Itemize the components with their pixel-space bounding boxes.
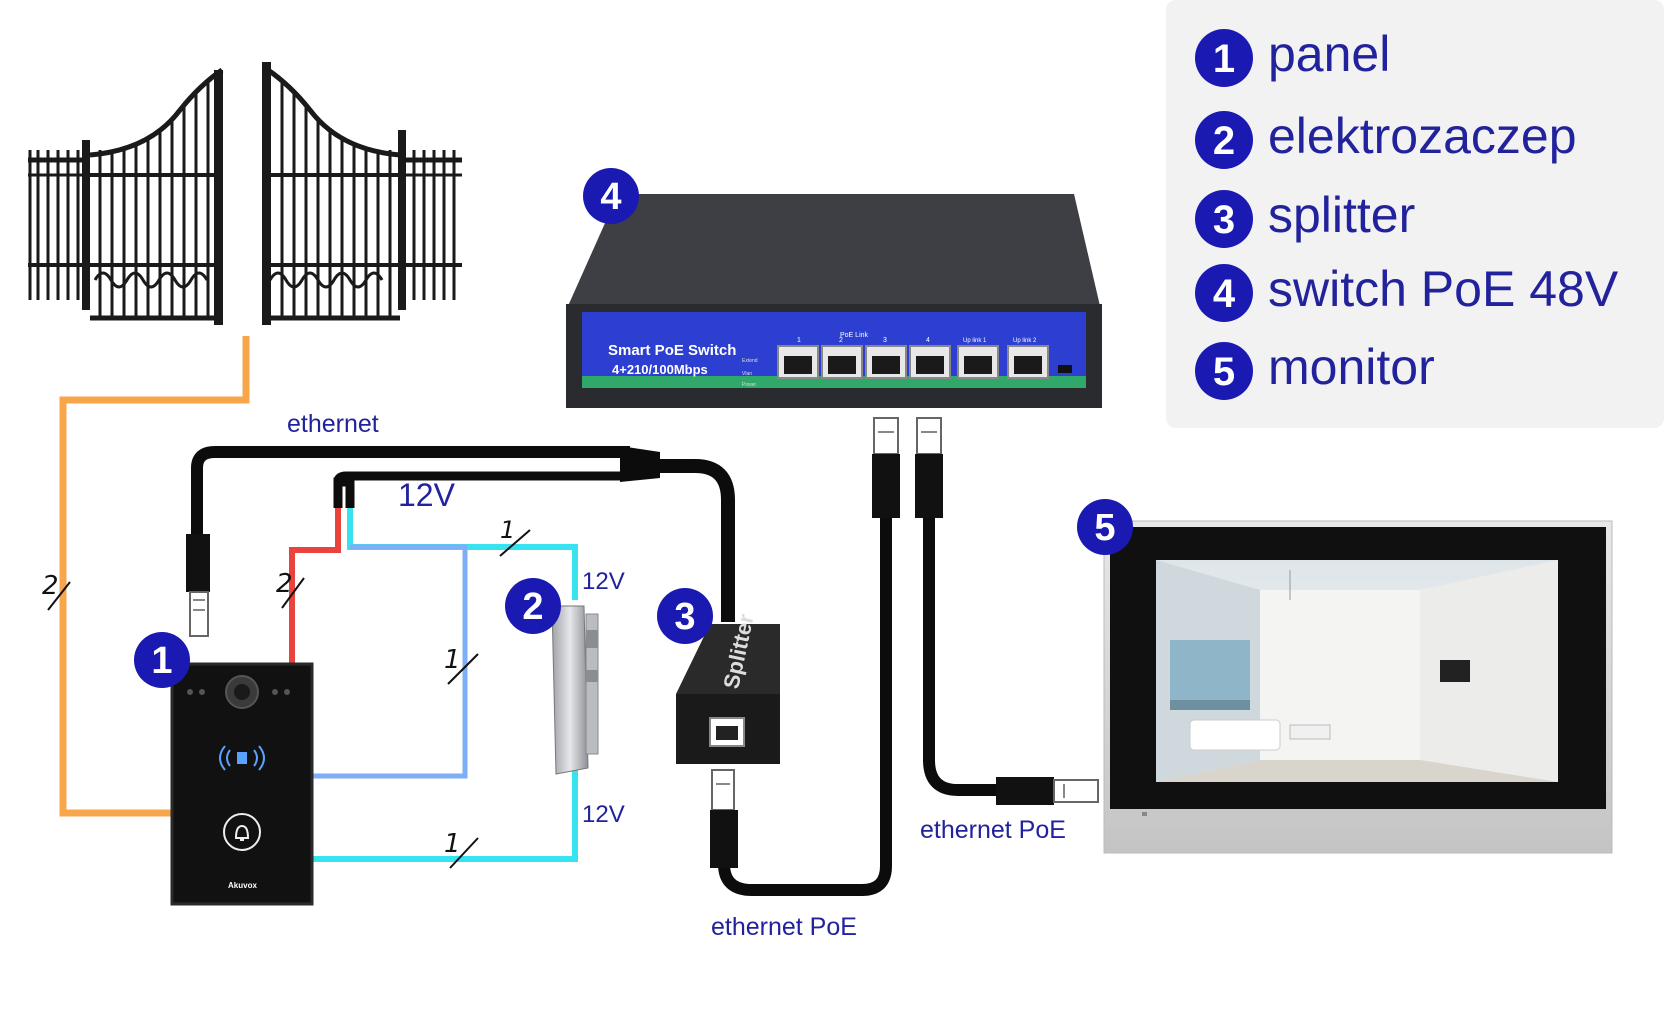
rj45-plug-switch-1 [872,417,900,518]
switch-port-number: 4 [926,337,930,344]
gate-image [28,62,462,325]
badge-switch: 4 [583,168,639,224]
wire-count-text: 2 [276,569,293,599]
badge-splitter: 3 [657,588,713,644]
electric-lock [551,605,599,775]
legend-number: 3 [1213,198,1235,242]
legend-item-monitor: 5 monitor [1195,339,1435,400]
badge-panel: 1 [134,632,190,688]
legend-number: 5 [1213,350,1235,394]
wire-count-red: 2 [276,569,305,609]
splitter-input-cable [660,459,735,622]
red-wire [289,508,341,664]
switch-vlan-label: Vlan [742,371,752,377]
ethernet-poe-cable-splitter [718,506,892,896]
monitor-speaker [1142,812,1147,816]
legend-label: splitter [1268,187,1415,243]
gate-right-fence [404,150,462,300]
ethernet-poe-label-monitor: ethernet PoE [920,816,1066,844]
power-cable [333,471,630,508]
lock-body [551,605,589,775]
splitter-top [676,624,780,694]
wire-count-gate: 2 [42,571,71,611]
ethernet-poe-label-splitter: ethernet PoE [711,913,857,941]
voltage-label-lock-top: 12V [582,568,625,595]
panel-rfid-icon [219,745,265,771]
switch-poe-link-label: PoE Link [840,332,869,339]
wire-count-top: 1 [499,516,531,557]
badge-number: 4 [600,176,621,218]
switch-extend-label: Extend [742,358,758,364]
blue-wire [312,544,468,779]
voltage-label-main: 12V [398,477,456,513]
rj45-plug-monitor [996,777,1099,805]
legend-item-lock: 2 elektrozaczep [1195,108,1577,169]
legend-item-switch: 4 switch PoE 48V [1195,261,1619,322]
cyan-wire-bottom [312,766,578,862]
switch-dip-switch[interactable] [1058,365,1072,373]
gate-right-leaf [266,67,401,321]
badge-lock: 2 [505,578,561,634]
monitor [1103,520,1613,854]
badge-number: 5 [1094,507,1115,549]
badge-number: 2 [522,586,543,628]
legend-label: panel [1268,26,1390,82]
badge-monitor: 5 [1077,499,1133,555]
legend-item-splitter: 3 splitter [1195,187,1415,248]
wire-count-text: 2 [42,571,59,601]
rj45-plug-splitter [710,769,738,868]
legend-badge [1195,342,1253,400]
legend-number: 4 [1213,272,1236,316]
panel-call-button[interactable] [223,813,261,851]
ethernet-label: ethernet [287,410,379,438]
legend-label: monitor [1268,339,1435,395]
voltage-label-lock-bottom: 12V [582,801,625,828]
legend-badge [1195,111,1253,169]
gate-wire [59,336,250,817]
wire-count-text: 1 [500,516,515,544]
badge-number: 3 [674,596,695,638]
legend-label: switch PoE 48V [1268,261,1619,317]
wire-count-bottom: 1 [444,829,479,869]
legend-number: 2 [1213,119,1235,163]
switch-power-label: Power [742,382,757,388]
badge-number: 1 [151,640,172,682]
poe-splitter: Splitter [676,611,780,764]
switch-top [568,194,1100,306]
wire-count-blue: 1 [444,645,479,685]
gate-left-fence [28,150,88,300]
wire-count-text: 1 [444,645,461,675]
switch-name: Smart PoE Switch [608,342,736,359]
switch-uplink2-label: Up link 2 [1013,338,1037,344]
legend: 1 panel 2 elektrozaczep 3 splitter 4 swi… [1166,0,1664,428]
switch-spec: 4+210/100Mbps [612,362,708,377]
rj45-plug-panel [186,534,210,637]
door-panel: Akuvox [170,662,314,906]
panel-brand: Akuvox [228,881,257,890]
rj45-plug-switch-2 [915,417,943,518]
bell-icon [234,824,250,841]
legend-badge [1195,29,1253,87]
ethernet-cable [191,446,630,536]
switch-port-number: 2 [839,337,843,344]
legend-label: elektrozaczep [1268,108,1577,164]
switch-uplink1-label: Up link 1 [963,338,987,344]
switch-port-number: 3 [883,337,887,344]
gate-left-leaf [89,67,224,321]
legend-badge [1195,264,1253,322]
ethernet-poe-cable-monitor [923,506,1010,796]
monitor-screen-scene [1156,560,1558,782]
cable-junction [620,446,660,482]
legend-item-panel: 1 panel [1195,26,1390,87]
legend-number: 1 [1213,37,1235,81]
switch-port-number: 1 [797,337,801,344]
legend-badge [1195,190,1253,248]
poe-switch: Smart PoE Switch 4+210/100Mbps Extend Vl… [566,194,1102,408]
wire-count-text: 1 [444,829,461,859]
legend-background [1166,0,1664,428]
